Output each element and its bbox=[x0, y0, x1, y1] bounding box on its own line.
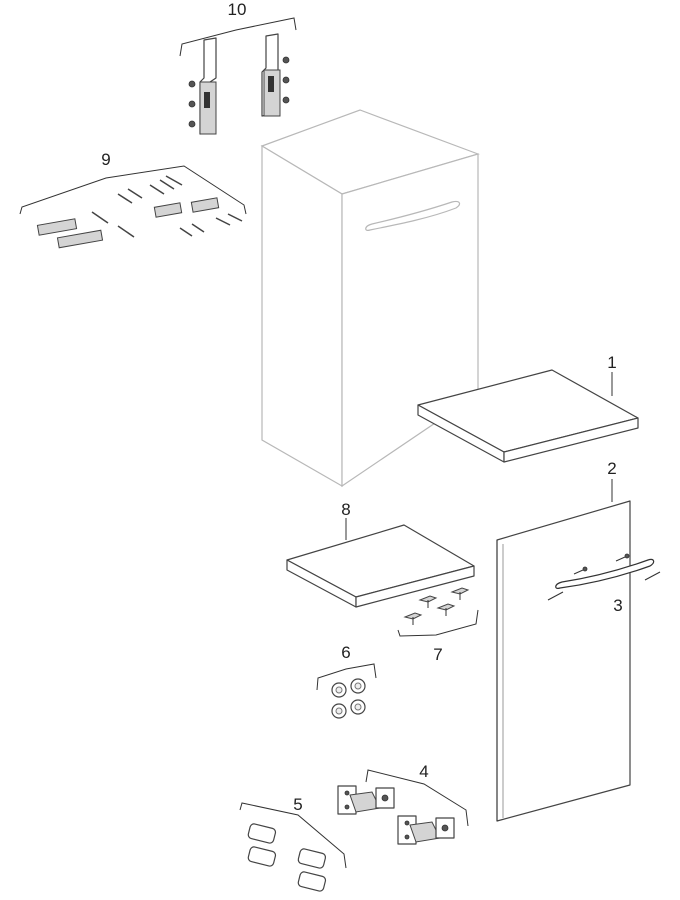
label-part-2: 2 bbox=[607, 459, 616, 478]
part-6-knobs bbox=[331, 678, 366, 719]
part-1-shelf bbox=[417, 369, 639, 463]
label-part-3: 3 bbox=[613, 596, 622, 615]
part-4-hinges bbox=[337, 785, 455, 845]
part-5-caps bbox=[247, 823, 327, 892]
label-part-5: 5 bbox=[293, 795, 302, 814]
label-part-10: 10 bbox=[228, 0, 247, 19]
part-7-shelf-supports bbox=[403, 587, 470, 625]
part-10-cabinet-hangers bbox=[188, 33, 290, 135]
part-2-door bbox=[496, 500, 631, 822]
label-part-1: 1 bbox=[607, 353, 616, 372]
part-9-wall-fixing-kit bbox=[36, 175, 243, 249]
part-8-shelf bbox=[286, 524, 475, 608]
label-part-8: 8 bbox=[341, 500, 350, 519]
label-part-9: 9 bbox=[101, 150, 110, 169]
part-3-handle bbox=[555, 553, 655, 589]
label-part-6: 6 bbox=[341, 643, 350, 662]
label-part-4: 4 bbox=[419, 762, 428, 781]
label-part-7: 7 bbox=[433, 645, 442, 664]
